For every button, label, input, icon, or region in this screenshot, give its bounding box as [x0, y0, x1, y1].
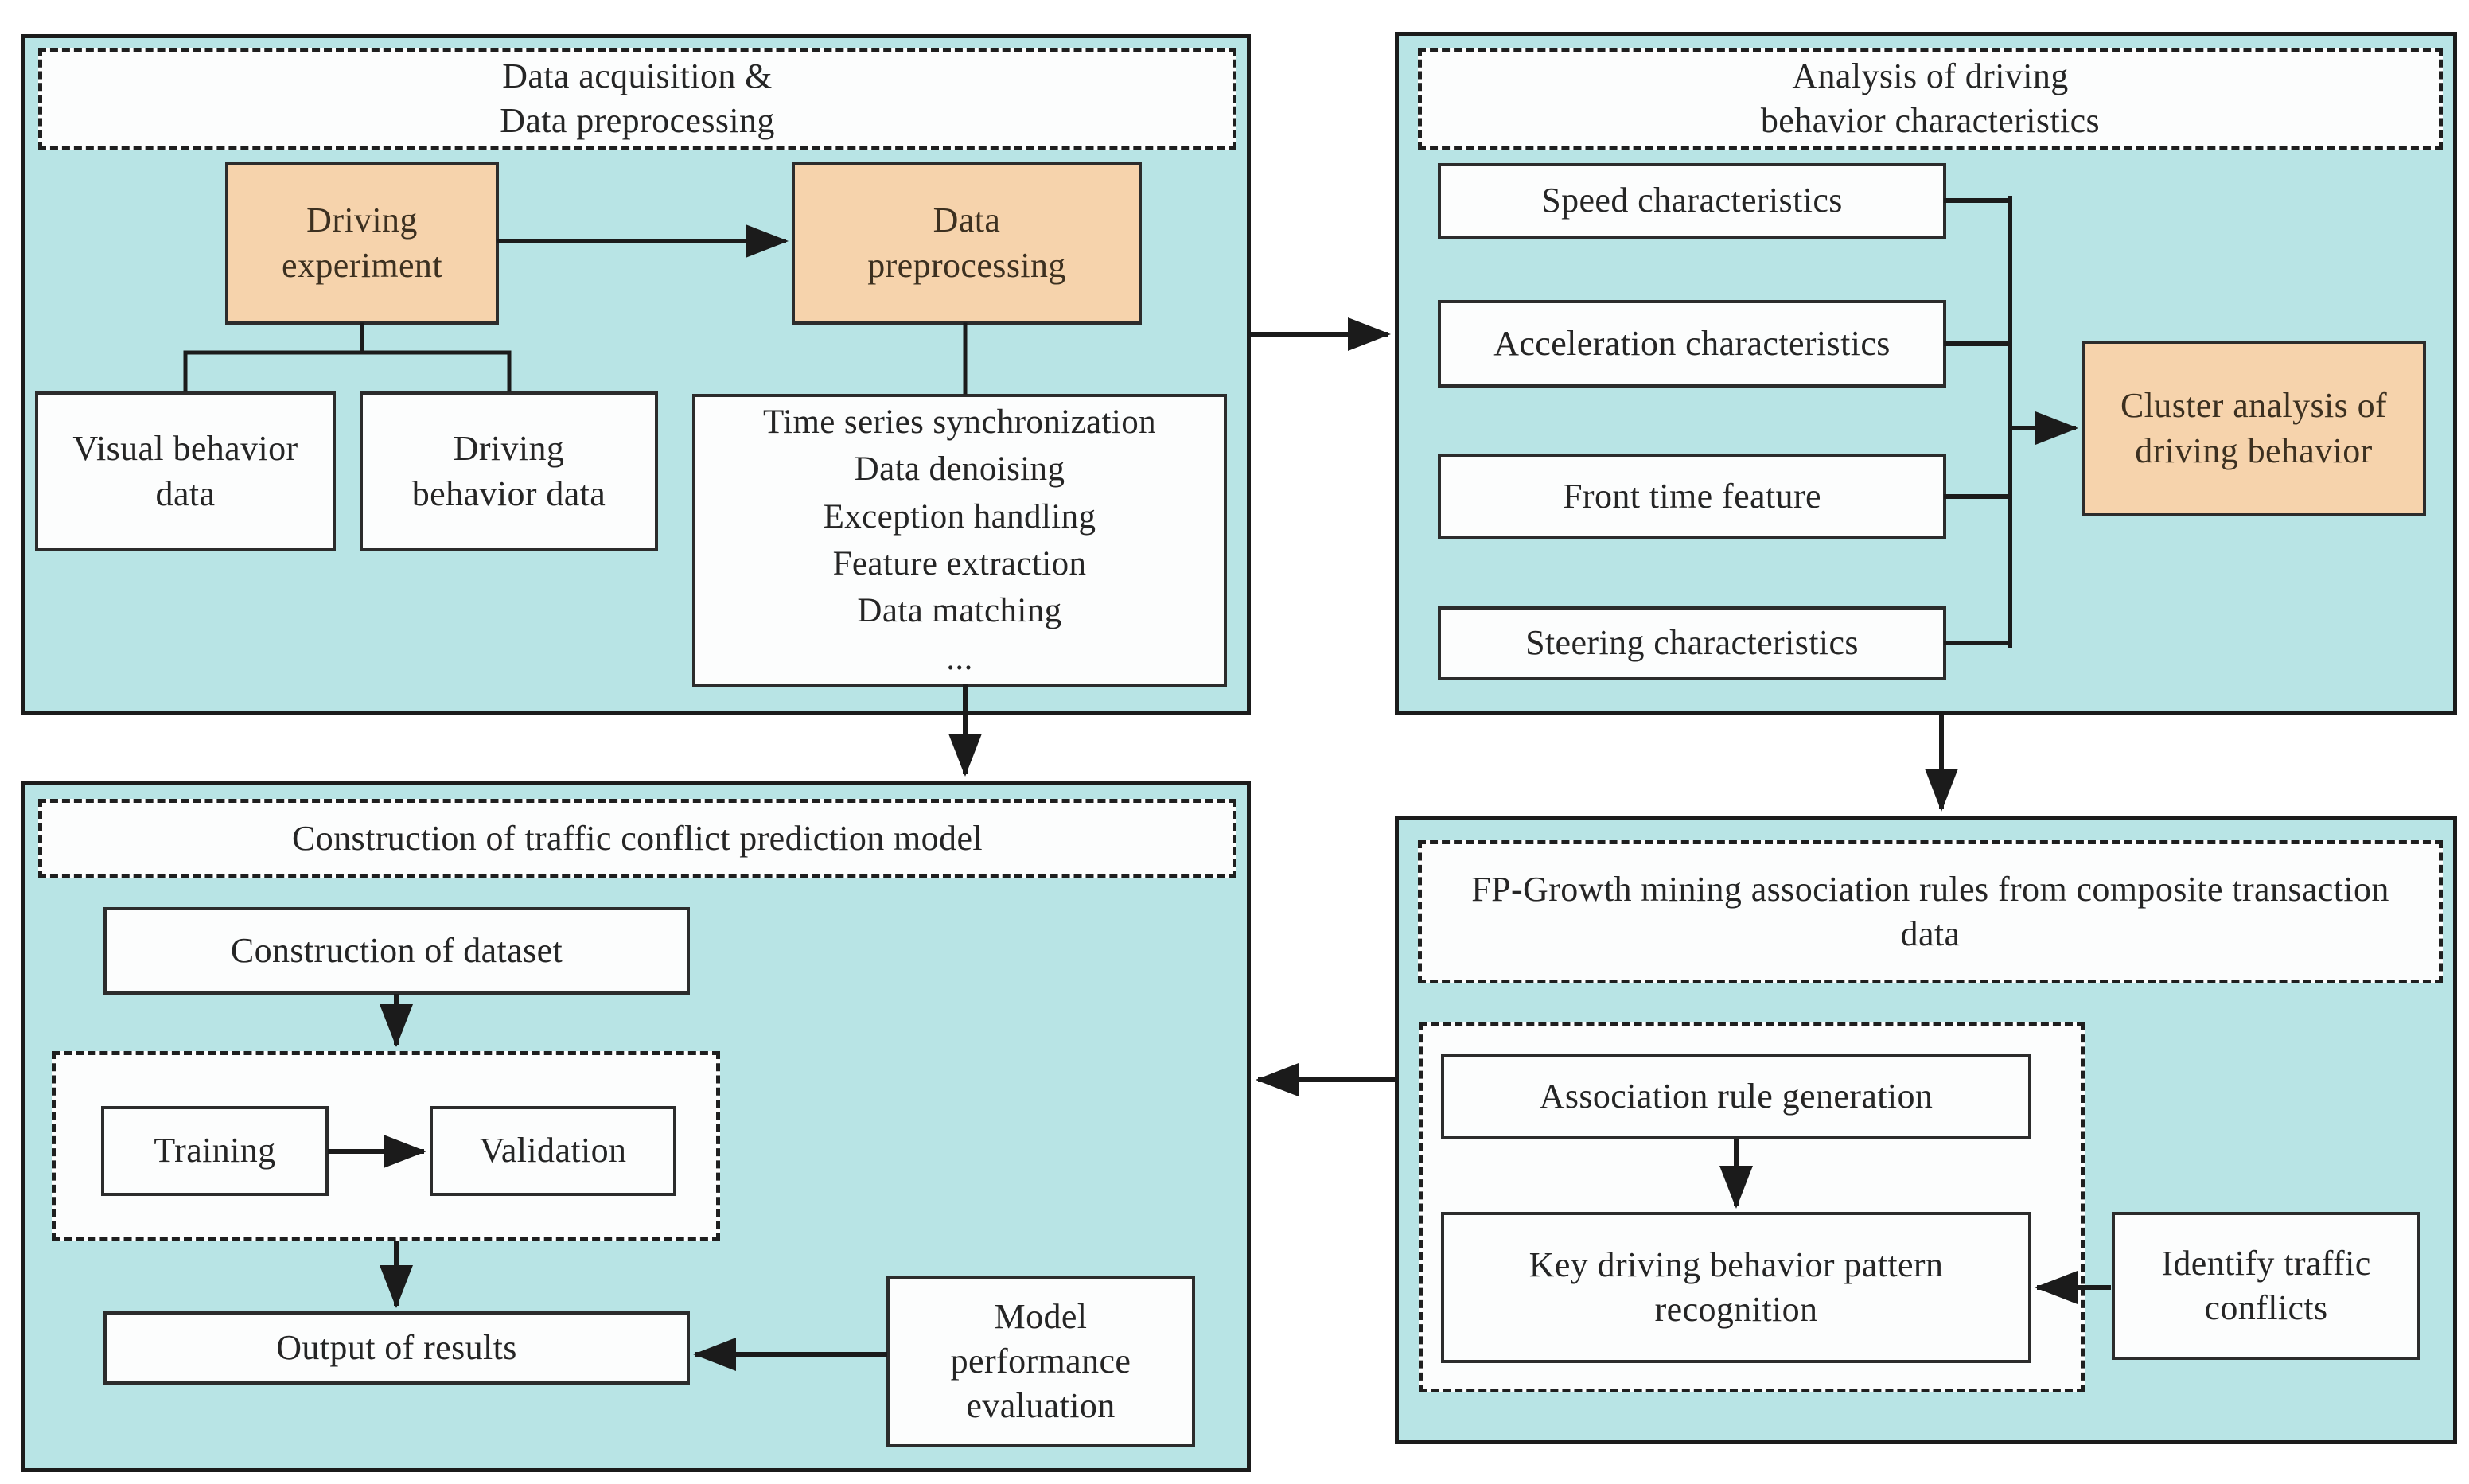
- title-line: behavior characteristics: [1760, 101, 2101, 140]
- text-line: Feature extraction: [832, 545, 1087, 582]
- text-line: Identify traffic: [2161, 1243, 2371, 1283]
- front-time-feature-box: Front time feature: [1438, 454, 1946, 539]
- title-line: FP-Growth mining association rules from …: [1471, 869, 2389, 909]
- text-line: driving behavior: [2135, 430, 2373, 470]
- text-line: Visual behavior: [72, 429, 298, 469]
- title-line: data: [1900, 914, 1961, 953]
- model-performance-evaluation-box: Model performance evaluation: [886, 1276, 1195, 1447]
- text-line: recognition: [1654, 1290, 1818, 1329]
- text-line: Driving: [453, 429, 565, 469]
- text-line: evaluation: [966, 1386, 1116, 1426]
- validation-box: Validation: [430, 1106, 676, 1196]
- driving-experiment-box: Driving experiment: [225, 162, 499, 325]
- text-line: experiment: [282, 245, 442, 285]
- text-line: Data denoising: [854, 450, 1065, 489]
- text-line: Data matching: [857, 592, 1062, 630]
- text-line: Key driving behavior pattern: [1529, 1244, 1944, 1284]
- construction-of-dataset-box: Construction of dataset: [103, 907, 690, 995]
- speed-characteristics-box: Speed characteristics: [1438, 163, 1946, 239]
- text-line: preprocessing: [867, 245, 1066, 285]
- text-line: Data: [933, 201, 1001, 240]
- association-rule-generation-box: Association rule generation: [1441, 1054, 2031, 1139]
- text-line: Model: [994, 1296, 1088, 1336]
- prediction-model-title: Construction of traffic conflict predict…: [38, 799, 1236, 878]
- cluster-analysis-box: Cluster analysis of driving behavior: [2082, 341, 2426, 516]
- driving-behavior-data-box: Driving behavior data: [360, 391, 658, 551]
- fp-growth-title: FP-Growth mining association rules from …: [1418, 840, 2443, 983]
- visual-behavior-data-box: Visual behavior data: [35, 391, 336, 551]
- training-box: Training: [101, 1106, 329, 1196]
- text-line: ...: [946, 639, 973, 677]
- behavior-analysis-title: Analysis of driving behavior characteris…: [1418, 48, 2443, 150]
- text-line: Cluster analysis of: [2120, 386, 2388, 426]
- preprocessing-steps-box: Time series synchronization Data denoisi…: [692, 394, 1227, 687]
- title-line: Data acquisition &: [502, 56, 773, 95]
- text-line: performance: [950, 1341, 1131, 1381]
- data-acquisition-title: Data acquisition & Data preprocessing: [38, 48, 1236, 150]
- steering-characteristics-box: Steering characteristics: [1438, 606, 1946, 680]
- data-preprocessing-box: Data preprocessing: [792, 162, 1142, 325]
- text-line: behavior data: [411, 473, 606, 513]
- text-line: Time series synchronization: [762, 403, 1157, 442]
- title-line: Analysis of driving: [1792, 56, 2069, 95]
- key-pattern-recognition-box: Key driving behavior pattern recognition: [1441, 1212, 2031, 1363]
- title-line: Data preprocessing: [500, 101, 775, 140]
- identify-traffic-conflicts-box: Identify traffic conflicts: [2112, 1212, 2420, 1360]
- acceleration-characteristics-box: Acceleration characteristics: [1438, 300, 1946, 388]
- text-line: conflicts: [2204, 1288, 2328, 1327]
- output-of-results-box: Output of results: [103, 1311, 690, 1385]
- text-line: Exception handling: [823, 497, 1096, 536]
- text-line: data: [155, 473, 216, 513]
- text-line: Driving: [306, 201, 418, 240]
